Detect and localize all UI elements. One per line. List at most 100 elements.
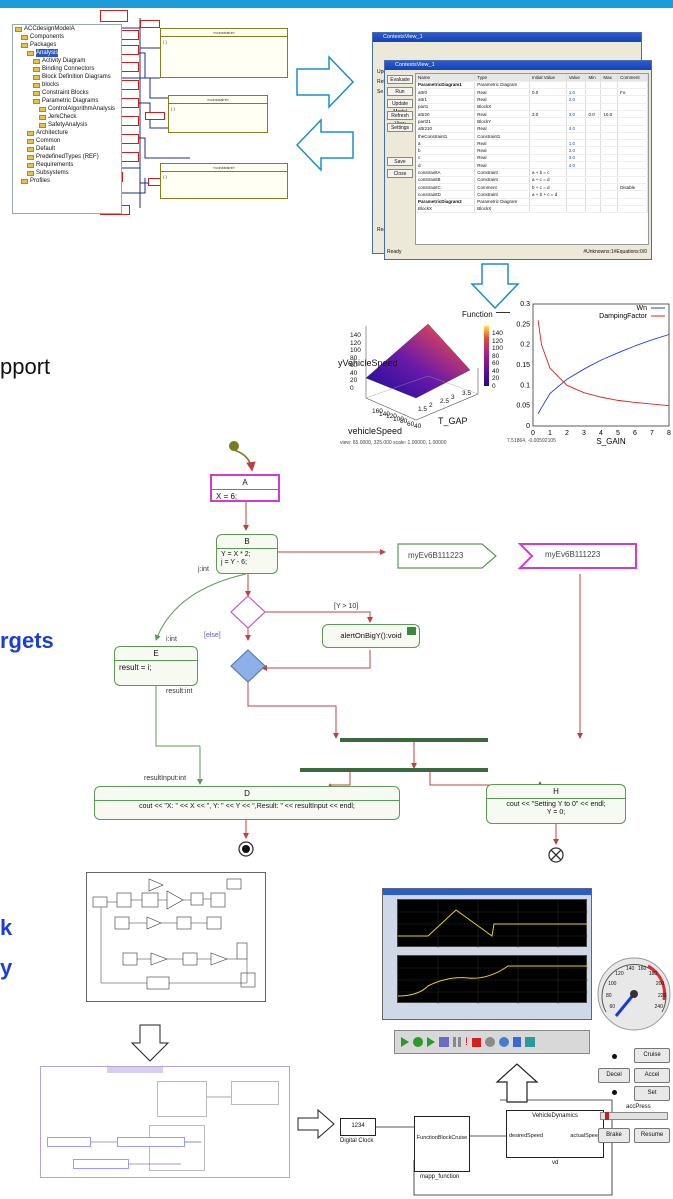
set-button[interactable]: Set — [634, 1086, 670, 1101]
column-header[interactable]: Min — [585, 74, 602, 82]
decision-node — [230, 595, 266, 629]
table-cell — [585, 132, 602, 141]
send-signal-shape[interactable] — [397, 543, 497, 569]
table-cell: 0.0 — [585, 110, 602, 119]
gauge-tick-label: 60 — [609, 1004, 616, 1010]
accept-signal-shape[interactable] — [517, 543, 637, 569]
state-d[interactable]: D cout << "X: " << X << ", Y: " << Y << … — [94, 786, 400, 820]
side-button-save[interactable]: Save — [387, 157, 413, 166]
side-button-run[interactable]: Run — [387, 87, 413, 96]
tree-item[interactable]: PredefinedTypes (REF) — [13, 153, 121, 161]
accel-button[interactable]: Accel — [634, 1068, 670, 1083]
state-a[interactable]: A X = 6; — [210, 474, 280, 502]
table-cell — [617, 132, 648, 141]
cruise-button[interactable]: Cruise — [634, 1048, 670, 1063]
tree-item[interactable]: Components — [13, 33, 121, 41]
brake-button[interactable]: Brake — [598, 1128, 630, 1143]
run-icon[interactable] — [413, 1037, 423, 1047]
surface-mesh — [365, 323, 471, 399]
table-cell — [529, 154, 567, 163]
digital-clock-block[interactable]: 1234 — [340, 1118, 376, 1136]
tree-item[interactable]: Block Definition Diagrams — [13, 73, 121, 81]
tree-item[interactable]: Packages — [13, 41, 121, 49]
step-icon[interactable] — [427, 1037, 435, 1047]
tree-item[interactable]: SafetyAnalysis — [13, 121, 121, 129]
tree-item[interactable]: JerkCheck — [13, 113, 121, 121]
tree-item-label: Binding Connectors — [42, 66, 95, 72]
side-button-evaluate[interactable]: Evaluate — [387, 75, 413, 84]
tree-item[interactable]: Default — [13, 145, 121, 153]
acc-press-slider[interactable] — [600, 1112, 668, 1120]
tree-item[interactable]: ACCdesignModelA — [13, 25, 121, 33]
play-icon[interactable] — [401, 1037, 409, 1047]
column-header[interactable]: Type — [474, 74, 531, 82]
function-block-label: FunctionBlockCruise — [416, 1135, 468, 1141]
tree-item[interactable]: Architecture — [13, 129, 121, 137]
vehicle-dynamics-block[interactable]: VehicleDynamics desiredSpeed actualSpeed — [506, 1110, 604, 1158]
side-button-close[interactable]: Close — [387, 169, 413, 178]
simulink-diagram — [86, 872, 266, 1002]
tree-item[interactable]: Activity Diagram — [13, 57, 121, 65]
tree-item[interactable]: blocks — [13, 81, 121, 89]
flag-icon[interactable] — [513, 1037, 522, 1047]
table-cell — [600, 183, 619, 192]
tree-item[interactable]: Constraint Blocks — [13, 89, 121, 97]
tree-item[interactable]: Requirements — [13, 161, 121, 169]
plot-legend: Function — [462, 310, 493, 319]
tree-item[interactable]: Parametric Diagrams — [13, 97, 121, 105]
folder-icon — [33, 82, 40, 88]
tree-item[interactable]: Common — [13, 137, 121, 145]
tree-item[interactable]: Analysis — [13, 49, 121, 57]
decel-button[interactable]: Decel — [598, 1068, 630, 1083]
pause-icon[interactable] — [453, 1037, 461, 1047]
side-button-settings[interactable]: Settings — [387, 123, 413, 132]
state-e[interactable]: E result = i; — [114, 646, 198, 686]
action-alert[interactable]: alertOnBigY():void — [322, 624, 420, 648]
step-forward-icon[interactable] — [439, 1037, 449, 1047]
acc-press-label: accPress — [626, 1104, 651, 1110]
settings-icon[interactable] — [485, 1037, 496, 1047]
state-h[interactable]: H cout << "Setting Y to 0" << endl; Y = … — [486, 784, 626, 824]
stop-icon[interactable] — [472, 1037, 482, 1047]
tree-item[interactable]: ControlAlgorithmAnalysis — [13, 105, 121, 113]
column-header[interactable]: Name — [416, 74, 476, 82]
column-header[interactable]: Comment — [617, 74, 648, 82]
table-cell — [585, 168, 602, 177]
tree-item[interactable]: Subsystems — [13, 169, 121, 177]
column-header[interactable]: Initial Value — [529, 74, 567, 82]
function-block-cruise[interactable]: FunctionBlockCruise — [414, 1116, 470, 1172]
network-icon[interactable] — [499, 1037, 510, 1047]
export-icon[interactable] — [525, 1037, 536, 1047]
tree-item[interactable]: Binding Connectors — [13, 65, 121, 73]
tree-item[interactable]: Profiles — [13, 177, 121, 185]
folder-icon — [27, 138, 34, 144]
guard-else: [else] — [204, 632, 221, 639]
column-header[interactable]: Max — [600, 74, 619, 82]
table-cell — [529, 161, 567, 170]
legend-entry: DampingFactor — [599, 313, 648, 320]
state-b[interactable]: B Y = X * 2; j = Y - 6; — [216, 534, 278, 574]
resume-button[interactable]: Resume — [634, 1128, 670, 1143]
table-cell: Constraint — [474, 190, 531, 199]
column-header[interactable]: Value — [566, 74, 587, 82]
